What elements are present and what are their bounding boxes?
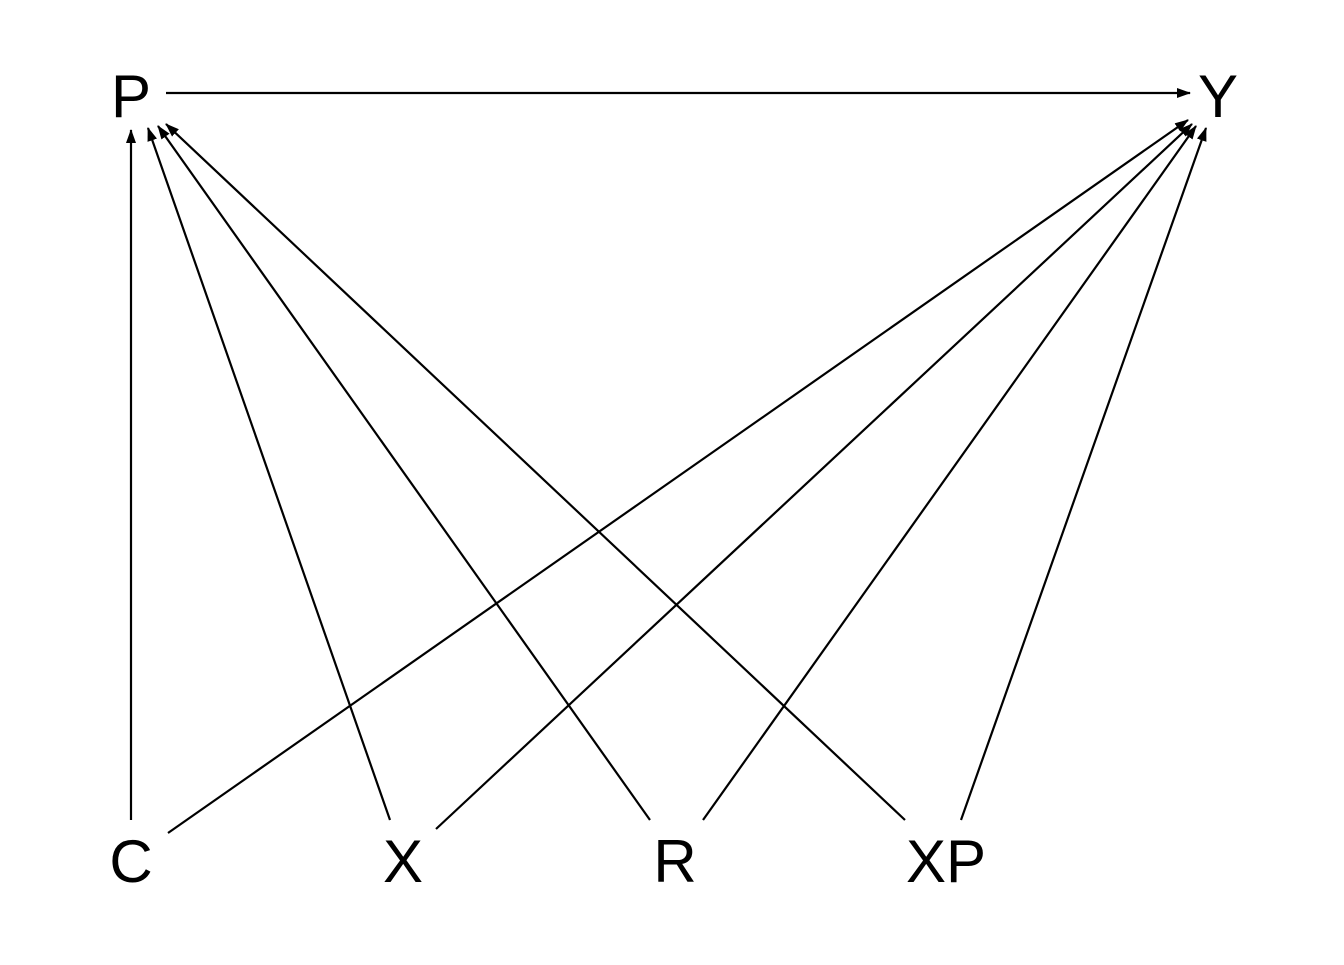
- node-Y: Y: [1198, 63, 1238, 130]
- edge-r-to-p: [157, 125, 651, 821]
- edge-c-to-y: [167, 119, 1189, 834]
- edges-layer: [126, 88, 1208, 834]
- node-XP: XP: [906, 828, 986, 895]
- edge-r-to-y: [702, 125, 1197, 821]
- node-P: P: [111, 63, 151, 130]
- edge-xp-to-y: [959, 127, 1208, 821]
- edge-x-to-p: [146, 127, 392, 821]
- edge-x-to-y: [435, 123, 1193, 830]
- node-R: R: [653, 828, 696, 895]
- node-X: X: [383, 828, 423, 895]
- node-C: C: [109, 828, 152, 895]
- nodes-layer: P Y C X R XP: [109, 63, 1238, 895]
- edge-xp-to-p: [165, 123, 906, 821]
